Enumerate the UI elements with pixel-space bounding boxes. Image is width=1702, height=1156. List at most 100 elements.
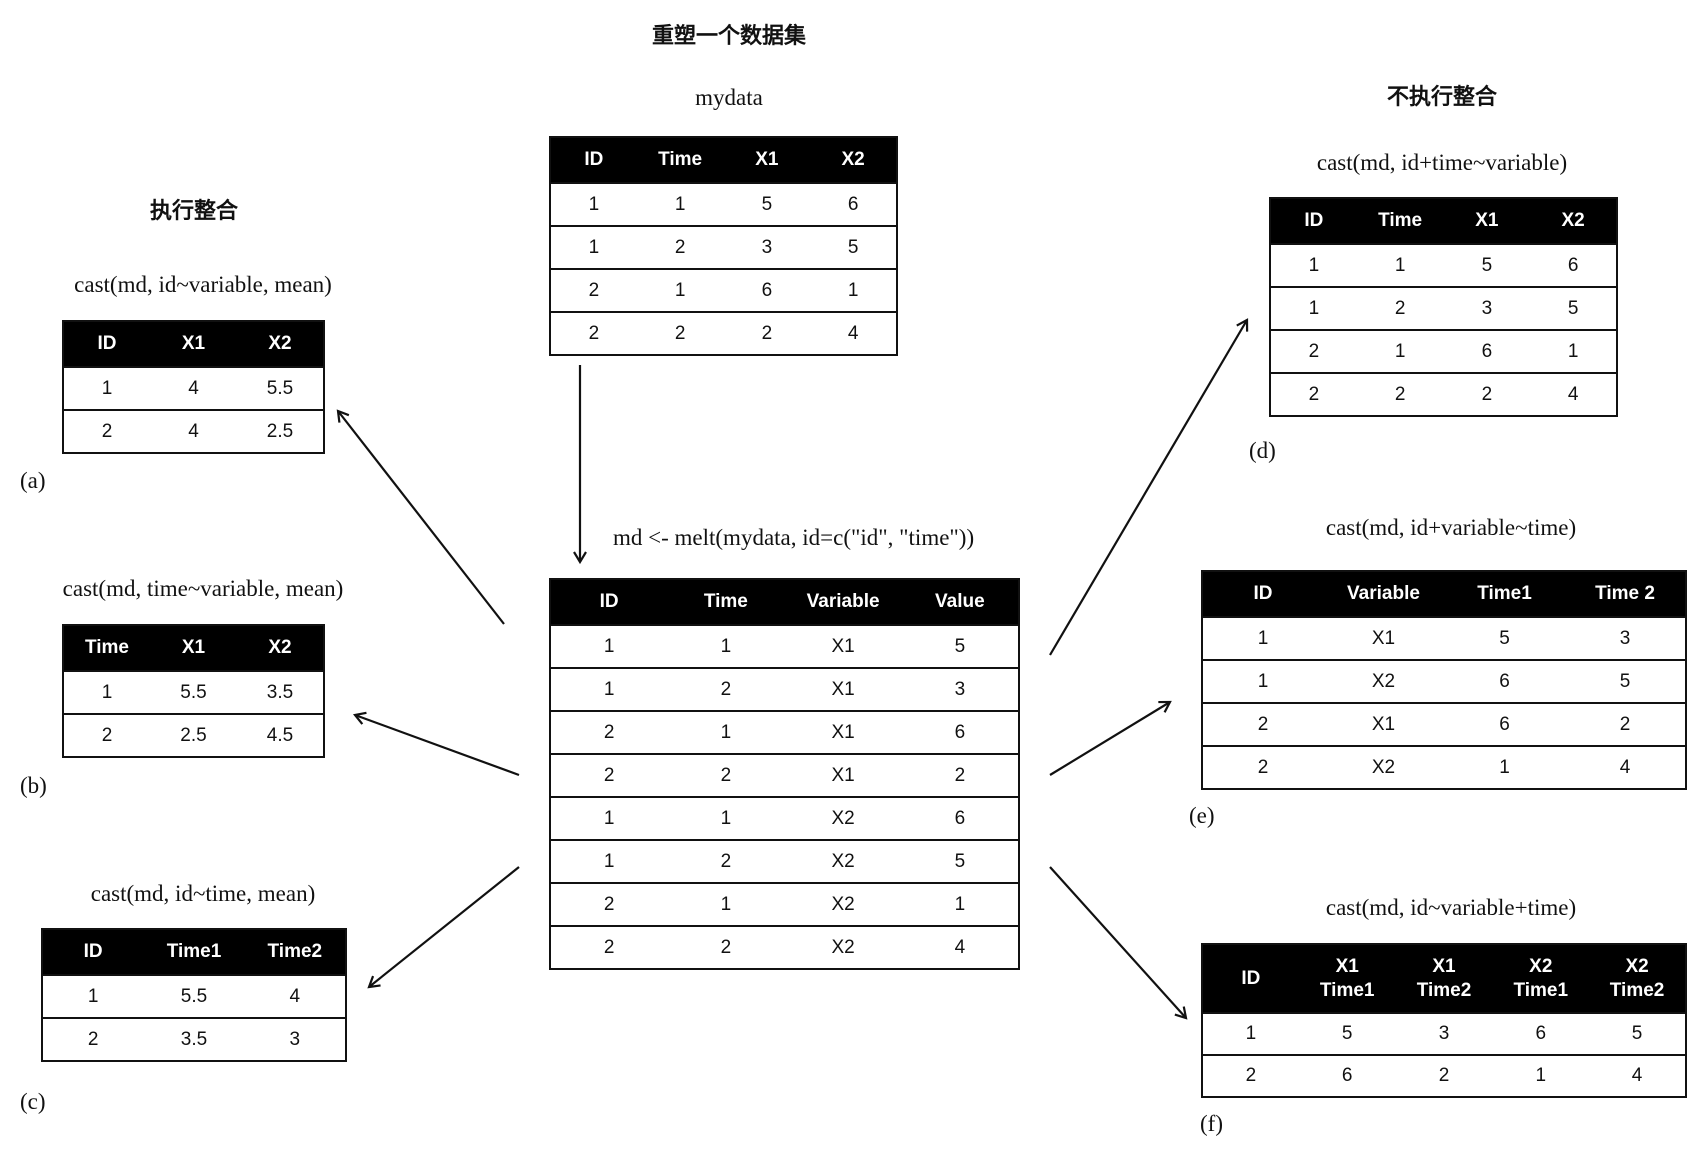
- table-cell: 2: [667, 667, 785, 711]
- table-cell: 4: [1530, 372, 1617, 416]
- table-cell: 5.5: [143, 974, 245, 1018]
- table-cell: 2: [636, 225, 724, 269]
- column-header: X2: [237, 625, 324, 671]
- column-header: Time2: [244, 929, 346, 975]
- melt-caption: md <- melt(mydata, id=c("id", "time")): [613, 525, 975, 550]
- column-header: X1: [1443, 198, 1531, 244]
- column-header: X2: [1530, 198, 1617, 244]
- column-header: X1 Time1: [1298, 944, 1396, 1013]
- caption-b: cast(md, time~variable, mean): [62, 576, 344, 601]
- table-cell: 5: [901, 839, 1019, 883]
- table-cell: 1: [636, 268, 724, 312]
- table-cell: 2: [1356, 286, 1444, 330]
- table-cell: 3: [901, 667, 1019, 711]
- table-cell: 1: [636, 182, 724, 226]
- table-cell: 2.5: [150, 713, 237, 757]
- table-cell: 2: [1202, 1054, 1299, 1097]
- table-cell: 3: [1395, 1012, 1493, 1055]
- table-cell: 1: [1492, 1054, 1590, 1097]
- column-header: X2: [237, 321, 324, 367]
- column-header: ID: [1202, 571, 1323, 617]
- table-cell: 6: [901, 710, 1019, 754]
- table-cell: 2: [667, 753, 785, 797]
- table-cell: X2: [784, 925, 902, 969]
- caption-f: cast(md, id~variable+time): [1325, 895, 1577, 920]
- column-header: Time 2: [1565, 571, 1686, 617]
- table-cell: 2: [636, 311, 724, 355]
- column-header: X1 Time2: [1395, 944, 1493, 1013]
- table-cell: 1: [550, 225, 637, 269]
- column-header: X2: [810, 137, 897, 183]
- table-cell: 6: [1444, 702, 1565, 746]
- diagram-title: 重塑一个数据集: [651, 24, 807, 49]
- table-cell: 1: [1356, 243, 1444, 287]
- table-cell: 6: [723, 268, 811, 312]
- label-e: (e): [1189, 803, 1215, 828]
- table-cell: 2: [1270, 372, 1357, 416]
- table-cell: 1: [1270, 286, 1357, 330]
- column-header: X1: [723, 137, 811, 183]
- column-header: Variable: [784, 579, 902, 625]
- table-cell: 3: [1565, 616, 1686, 660]
- table-cell: 3.5: [237, 670, 324, 714]
- table-cell: X1: [1323, 616, 1444, 660]
- table-cell: 2: [550, 268, 637, 312]
- label-d: (d): [1249, 438, 1276, 463]
- column-header: ID: [1202, 944, 1299, 1013]
- table-cell: 1: [550, 796, 668, 840]
- table-cell: 4: [810, 311, 897, 355]
- column-header: ID: [550, 579, 668, 625]
- table-cell: 5.5: [237, 366, 324, 410]
- table-cell: 4: [150, 366, 237, 410]
- table-cell: 5: [1530, 286, 1617, 330]
- table-cell: 4: [901, 925, 1019, 969]
- table-cell: 1: [550, 624, 668, 668]
- table-cell: 2: [550, 882, 668, 926]
- column-header: X2 Time1: [1492, 944, 1590, 1013]
- table-cell: 6: [1298, 1054, 1396, 1097]
- caption-e: cast(md, id+variable~time): [1325, 515, 1577, 540]
- table-cell: 1: [901, 882, 1019, 926]
- table-cell: X2: [784, 839, 902, 883]
- table-cell: 2: [550, 753, 668, 797]
- table-cell: 4: [1565, 745, 1686, 789]
- table-cell: 5: [901, 624, 1019, 668]
- table-cell: 5: [1298, 1012, 1396, 1055]
- label-a: (a): [20, 468, 46, 493]
- table-cell: 4.5: [237, 713, 324, 757]
- table-cell: 6: [1530, 243, 1617, 287]
- table-cell: 2: [1270, 329, 1357, 373]
- table-cell: 3: [723, 225, 811, 269]
- arrow-to-d: [1049, 318, 1249, 656]
- arrow-to-f: [1049, 866, 1188, 1020]
- table-cell: 1: [667, 624, 785, 668]
- table-cell: 1: [42, 974, 144, 1018]
- table-cell: X2: [1323, 659, 1444, 703]
- table-cell: 2: [63, 409, 150, 453]
- column-header: Time1: [143, 929, 245, 975]
- table-cell: 6: [1492, 1012, 1590, 1055]
